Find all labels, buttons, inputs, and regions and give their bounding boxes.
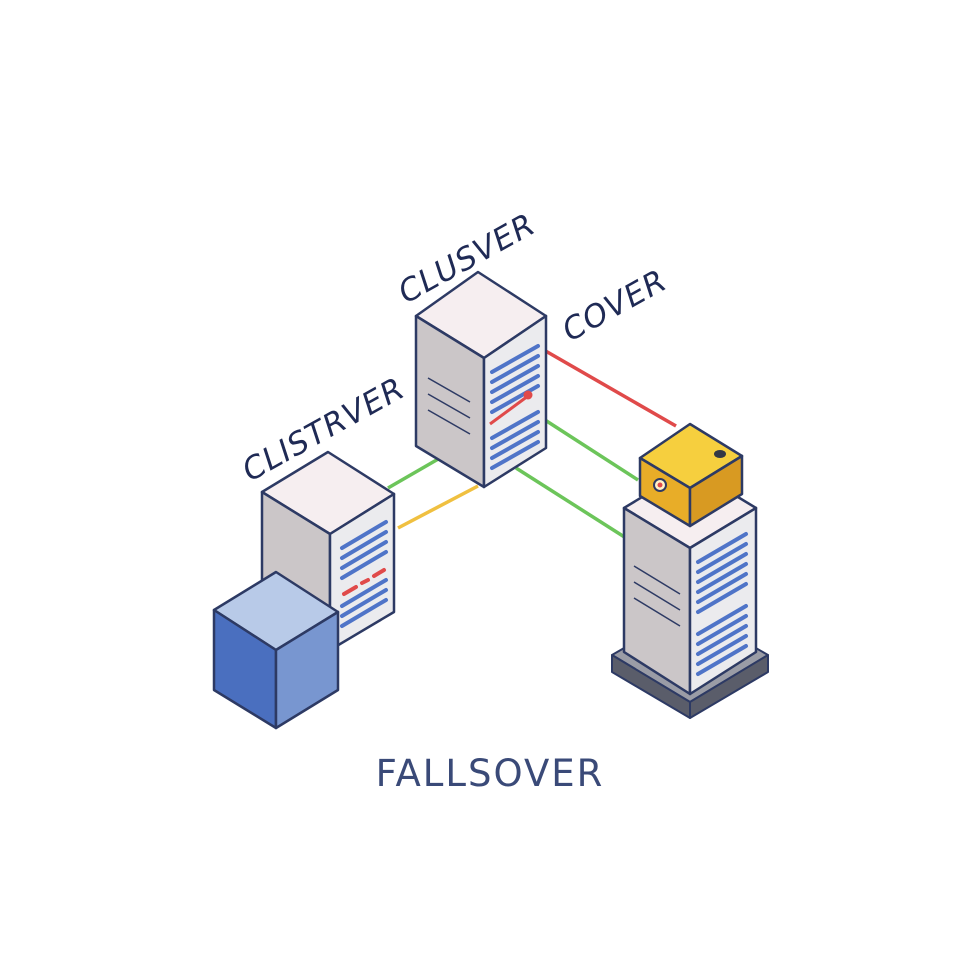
server-right-base-right	[689, 654, 769, 719]
server-clusver-slots	[427, 377, 471, 435]
server-right-slots	[633, 565, 681, 627]
link-green-right-upper	[544, 418, 639, 482]
server-right-vents	[696, 532, 748, 676]
yellow-box	[638, 422, 744, 528]
server-right	[611, 466, 769, 719]
blue-cube-right	[274, 610, 340, 730]
link-yellow-left	[397, 484, 479, 530]
yellow-box-hole-icon	[714, 450, 726, 458]
yellow-box-port-inner	[657, 482, 663, 488]
link-green-left	[387, 456, 441, 490]
server-clistrver-vents	[340, 520, 388, 628]
server-clistrver-red-indicators	[342, 568, 386, 596]
server-clusver-vents	[490, 344, 540, 470]
label-cover: COVER	[556, 263, 673, 349]
blue-cube	[212, 570, 340, 730]
server-clusver-red-dot	[523, 390, 533, 400]
server-clusver-red-indicator	[489, 394, 529, 426]
yellow-box-side	[688, 454, 744, 528]
diagram-caption: FALLSOVER	[376, 752, 605, 795]
link-green-right-lower	[515, 466, 627, 540]
server-clusver	[414, 270, 548, 489]
